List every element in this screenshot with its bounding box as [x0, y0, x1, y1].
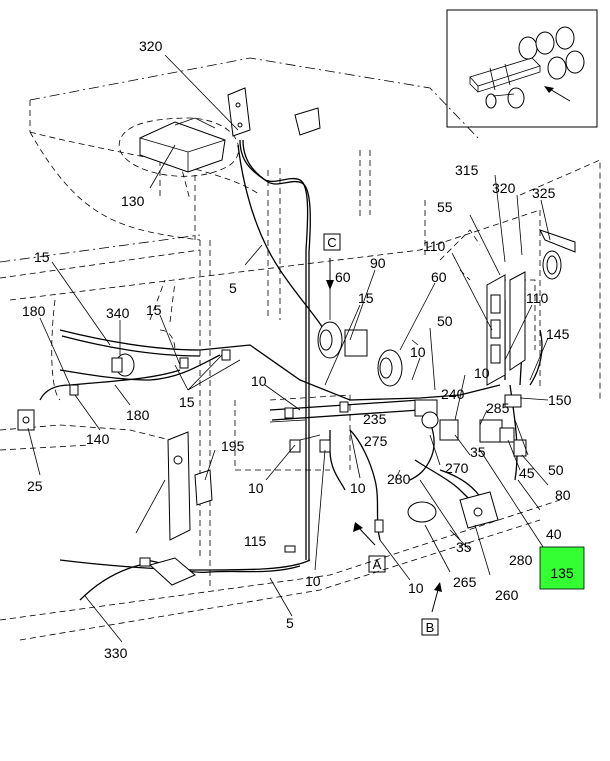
leader-lines: [27, 54, 551, 643]
highlight-box: [539, 546, 585, 590]
callout-label[interactable]: 50: [548, 462, 564, 478]
callout-label[interactable]: 10: [305, 573, 321, 589]
cab-outline: [0, 57, 601, 641]
callout-label[interactable]: 90: [370, 255, 386, 271]
callout-label[interactable]: 340: [106, 305, 130, 321]
callout-label[interactable]: 180: [126, 407, 150, 423]
callout-label[interactable]: 285: [486, 400, 510, 416]
callout-label[interactable]: 10: [251, 373, 267, 389]
callout-label[interactable]: 150: [548, 392, 572, 408]
seat-cushion-130: [118, 117, 240, 177]
callout-135-highlighted[interactable]: 135: [539, 546, 585, 590]
callout-label[interactable]: 265: [453, 574, 477, 590]
inset-locator-view: [446, 9, 598, 128]
callout-label[interactable]: 280: [387, 471, 411, 487]
callout-label[interactable]: 240: [441, 386, 465, 402]
callout-label[interactable]: 325: [532, 185, 556, 201]
callout-label[interactable]: 10: [474, 365, 490, 381]
view-marker-b: B: [421, 618, 439, 636]
callout-label[interactable]: 195: [221, 438, 245, 454]
callout-label[interactable]: 5: [229, 280, 237, 296]
callout-label[interactable]: 10: [248, 480, 264, 496]
callout-label[interactable]: 40: [546, 526, 562, 542]
callout-label[interactable]: 235: [363, 411, 387, 427]
callout-label[interactable]: 320: [139, 38, 163, 54]
bracket-320: [227, 87, 321, 137]
callout-label[interactable]: 130: [121, 193, 145, 209]
callout-label[interactable]: 10: [408, 580, 424, 596]
callout-label[interactable]: 115: [244, 533, 267, 549]
callout-label[interactable]: 140: [86, 431, 110, 447]
components: [17, 229, 576, 586]
callout-label[interactable]: 330: [104, 645, 128, 661]
callout-label[interactable]: 15: [146, 302, 162, 318]
svg-text:C: C: [327, 235, 336, 250]
callout-label[interactable]: 15: [179, 394, 195, 410]
svg-text:A: A: [373, 557, 382, 572]
callout-label[interactable]: 270: [445, 460, 469, 476]
view-marker-a: A: [368, 555, 386, 573]
callout-label[interactable]: 60: [335, 269, 351, 285]
callout-label[interactable]: 260: [495, 587, 519, 603]
callout-label[interactable]: 315: [455, 162, 479, 178]
callout-label[interactable]: 35: [470, 444, 486, 460]
callout-label[interactable]: 35: [456, 539, 472, 555]
callout-label[interactable]: 275: [364, 433, 388, 449]
callout-label[interactable]: 55: [437, 199, 453, 215]
callout-labels: 320 130 315 320 325 55 110 110 15 5 60 9…: [22, 38, 572, 661]
callout-label[interactable]: 80: [555, 487, 571, 503]
callout-label[interactable]: 280: [509, 552, 533, 568]
callout-label[interactable]: 60: [431, 269, 447, 285]
callout-label[interactable]: 15: [34, 249, 50, 265]
callout-label[interactable]: 110: [526, 290, 549, 306]
view-arrows: [326, 258, 442, 613]
callout-label[interactable]: 50: [437, 313, 453, 329]
callout-label[interactable]: 320: [492, 180, 516, 196]
callout-label[interactable]: 145: [546, 326, 570, 342]
svg-text:B: B: [426, 620, 435, 635]
callout-label[interactable]: 15: [358, 290, 374, 306]
callout-label[interactable]: 180: [22, 303, 46, 319]
callout-label[interactable]: 25: [27, 478, 43, 494]
callout-label[interactable]: 110: [423, 238, 446, 254]
callout-label[interactable]: 5: [286, 615, 294, 631]
callout-label[interactable]: 45: [519, 465, 535, 481]
callout-label[interactable]: 10: [350, 480, 366, 496]
view-marker-c: C: [323, 233, 341, 251]
callout-label[interactable]: 10: [410, 344, 426, 360]
callout-label-135[interactable]: 135: [550, 565, 574, 581]
